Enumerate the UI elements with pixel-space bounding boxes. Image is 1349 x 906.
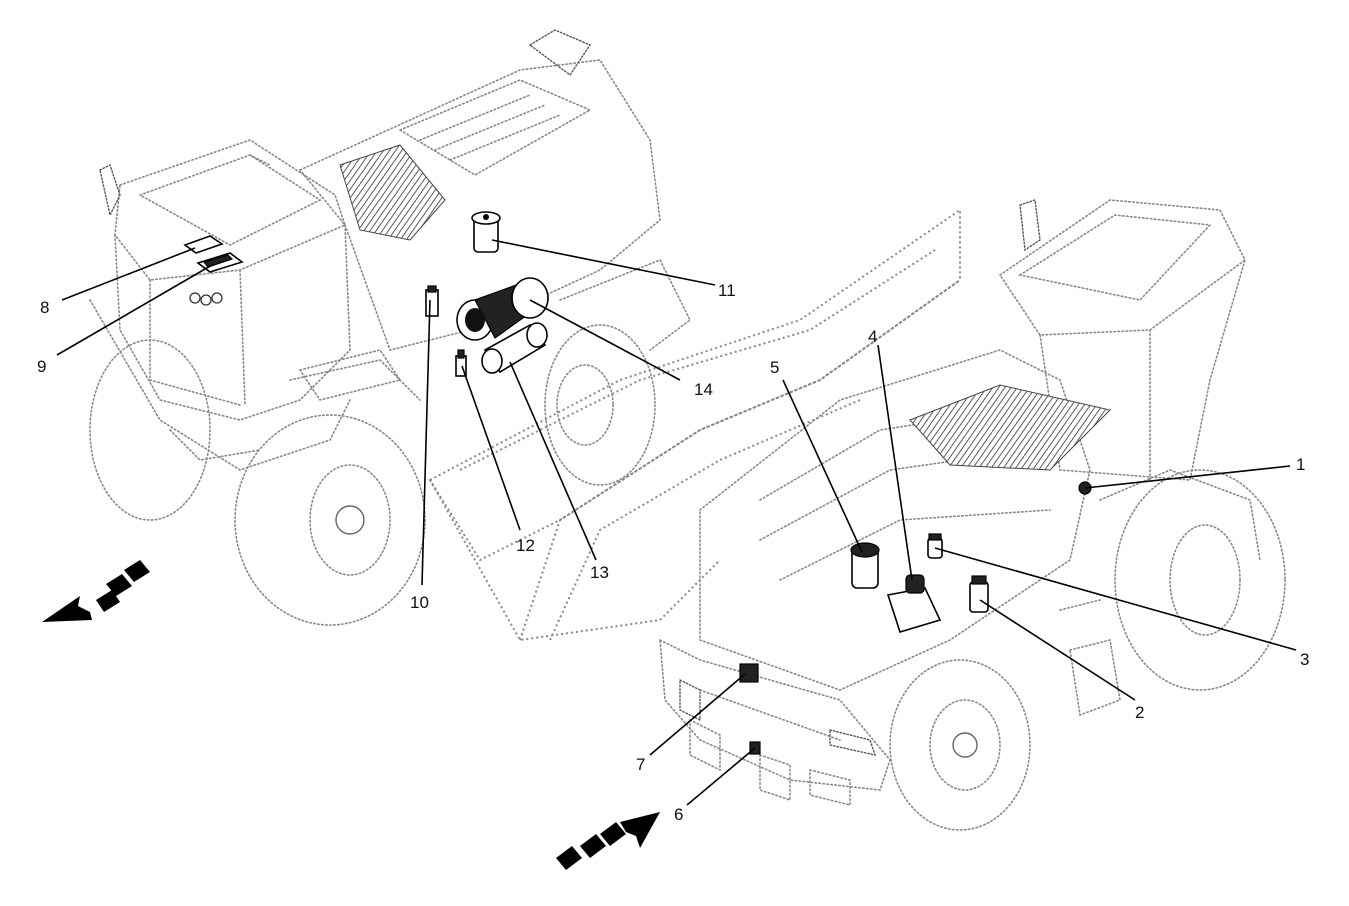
component-2 bbox=[969, 575, 989, 613]
callout-4: 4 bbox=[868, 327, 877, 346]
background-lane-outline bbox=[428, 208, 961, 642]
dashed-arrow-icon bbox=[42, 560, 150, 622]
callout-10: 10 bbox=[410, 593, 429, 612]
air-filter-large bbox=[456, 277, 549, 341]
callout-5: 5 bbox=[770, 358, 779, 377]
callout-11: 11 bbox=[718, 281, 736, 300]
filter-cartridge bbox=[425, 285, 439, 317]
callout-3: 3 bbox=[1300, 650, 1309, 669]
callout-labels: 1 2 3 4 5 6 7 8 9 10 11 12 13 14 bbox=[37, 281, 1309, 824]
canister-3 bbox=[927, 533, 943, 559]
leader-lines bbox=[56, 239, 1297, 806]
tractor-rear-view bbox=[89, 29, 692, 626]
callout-8: 8 bbox=[40, 298, 49, 317]
callout-13: 13 bbox=[590, 563, 609, 582]
dashed-arrow-icon bbox=[556, 812, 660, 870]
tractor-front-view bbox=[659, 199, 1286, 831]
unit-4 bbox=[886, 574, 942, 633]
fuel-filter-small bbox=[455, 349, 467, 377]
callout-7: 7 bbox=[636, 755, 645, 774]
callout-9: 9 bbox=[37, 357, 46, 376]
cab-filters bbox=[183, 235, 244, 273]
callout-2: 2 bbox=[1135, 703, 1144, 722]
filter-top-part bbox=[471, 211, 501, 253]
air-filter-inner bbox=[481, 322, 548, 374]
callout-14: 14 bbox=[694, 380, 713, 399]
callout-1: 1 bbox=[1296, 455, 1305, 474]
module-7 bbox=[739, 663, 759, 683]
callout-12: 12 bbox=[516, 536, 535, 555]
callout-6: 6 bbox=[674, 805, 683, 824]
reservoir-5 bbox=[850, 542, 880, 589]
